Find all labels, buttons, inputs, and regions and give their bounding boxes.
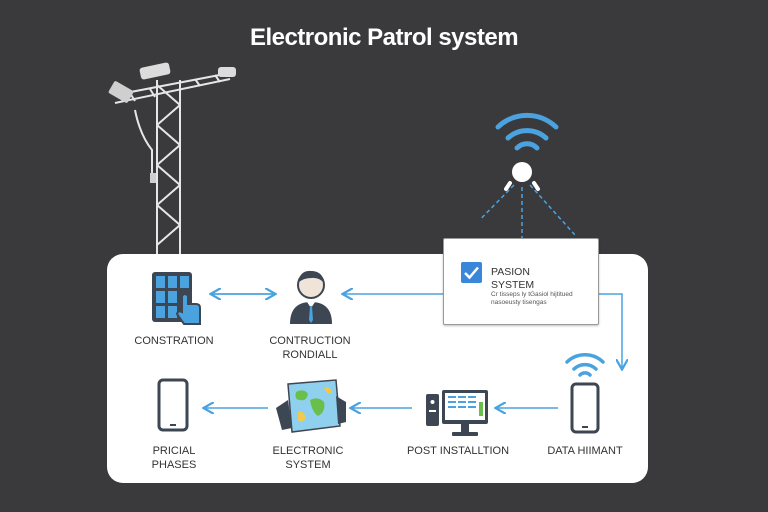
card-title: PASION SYSTEM xyxy=(491,266,535,291)
checkbox-icon xyxy=(461,262,482,283)
pasion-system-card: PASION SYSTEM Cr tisseps ly tGasiol hijt… xyxy=(443,238,599,325)
arrow-card-data xyxy=(597,293,622,368)
world-map-icon xyxy=(276,379,346,433)
diagram-title: Electronic Patrol system xyxy=(249,24,519,51)
node-label-pricial: PRICIAL PHASES xyxy=(151,445,197,471)
person-icon xyxy=(290,270,332,324)
computer-monitor-icon xyxy=(426,390,488,436)
node-label-contruction: CONTRUCTION RONDIALL xyxy=(269,335,351,361)
phone-wifi-icon xyxy=(565,353,605,434)
smartphone-icon xyxy=(157,378,189,432)
node-label-constration: CONSTRATION xyxy=(134,335,214,347)
node-label-electronic: ELECTRONIC SYSTEM xyxy=(272,445,344,471)
wifi-antenna-icon xyxy=(480,112,575,240)
node-label-post-installtion: POST INSTALLTION xyxy=(406,445,510,457)
card-subtitle: Cr tisseps ly tGasiol hijtitued nasoeust… xyxy=(491,291,573,306)
node-label-data-hiimant: DATA HIIMANT xyxy=(547,445,623,457)
keypad-touch-icon xyxy=(152,272,201,325)
camera-tower-icon xyxy=(108,62,236,255)
